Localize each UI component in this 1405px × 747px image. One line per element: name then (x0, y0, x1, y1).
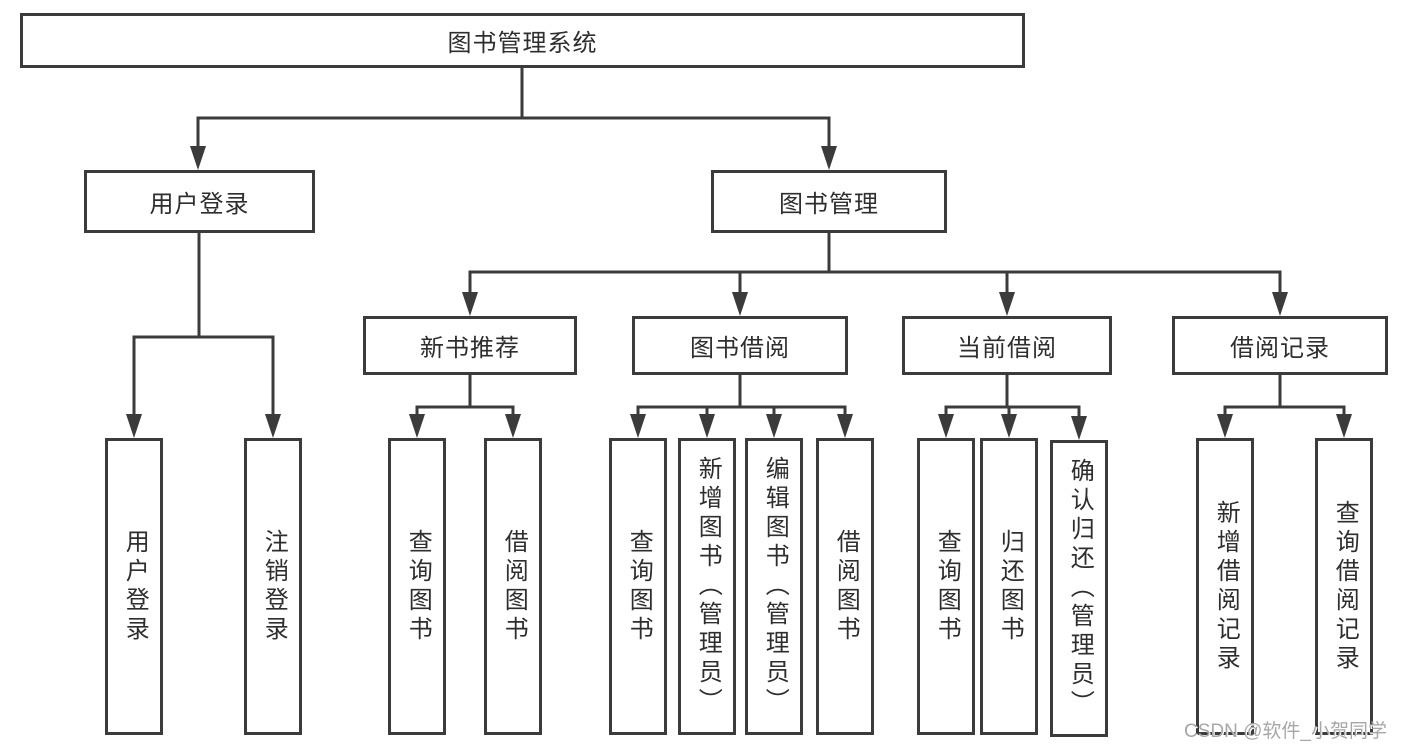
leaf-logout: 注销登录 (244, 438, 302, 735)
node-user-login: 用户登录 (84, 170, 315, 233)
leaf-user-login: 用户登录 (105, 438, 163, 735)
node-current-borrow-label: 当前借阅 (957, 336, 1057, 362)
leaf-confirm-return-admin-label: 确认归还（管理员） (1066, 458, 1093, 719)
leaf-edit-books-admin-label: 编辑图书（管理员） (761, 456, 788, 717)
leaf-add-books-admin: 新增图书（管理员） (678, 438, 736, 735)
node-user-login-label: 用户登录 (149, 192, 250, 218)
leaf-logout-label: 注销登录 (260, 528, 287, 645)
leaf-borrow-books-2-label: 借阅图书 (832, 528, 859, 645)
leaf-query-books-3-label: 查询图书 (933, 528, 960, 645)
node-current-borrow: 当前借阅 (902, 316, 1112, 375)
leaf-return-books-label: 归还图书 (996, 528, 1023, 645)
leaf-add-books-admin-label: 新增图书（管理员） (694, 456, 721, 717)
leaf-add-borrow-record-label: 新增借阅记录 (1212, 499, 1239, 674)
leaf-query-books-1: 查询图书 (388, 438, 446, 735)
leaf-query-books-2-label: 查询图书 (625, 528, 652, 645)
leaf-query-books-2: 查询图书 (609, 438, 667, 735)
leaf-return-books: 归还图书 (980, 438, 1038, 735)
leaf-confirm-return-admin: 确认归还（管理员） (1050, 440, 1108, 737)
leaf-query-books-1-label: 查询图书 (404, 528, 431, 645)
leaf-borrow-books-2: 借阅图书 (816, 438, 874, 735)
leaf-edit-books-admin: 编辑图书（管理员） (745, 438, 803, 735)
leaf-query-borrow-record-label: 查询借阅记录 (1331, 499, 1358, 674)
node-new-book-recommend-label: 新书推荐 (420, 336, 520, 362)
node-borrow-records-label: 借阅记录 (1230, 336, 1330, 362)
csdn-watermark: CSDN @软件_小贺同学 (1184, 721, 1387, 742)
node-book-management: 图书管理 (711, 170, 947, 233)
node-book-borrow-label: 图书借阅 (690, 336, 790, 362)
leaf-user-login-label: 用户登录 (121, 528, 148, 645)
leaf-query-borrow-record: 查询借阅记录 (1315, 438, 1373, 735)
leaf-add-borrow-record: 新增借阅记录 (1196, 438, 1254, 735)
node-new-book-recommend: 新书推荐 (363, 316, 577, 375)
node-root: 图书管理系统 (20, 13, 1025, 68)
node-borrow-records: 借阅记录 (1172, 316, 1388, 375)
leaf-query-books-3: 查询图书 (917, 438, 975, 735)
node-book-borrow: 图书借阅 (632, 316, 848, 375)
node-root-label: 图书管理系统 (447, 31, 598, 57)
leaf-borrow-books-1: 借阅图书 (484, 438, 542, 735)
leaf-borrow-books-1-label: 借阅图书 (500, 528, 527, 645)
node-book-management-label: 图书管理 (779, 192, 879, 218)
